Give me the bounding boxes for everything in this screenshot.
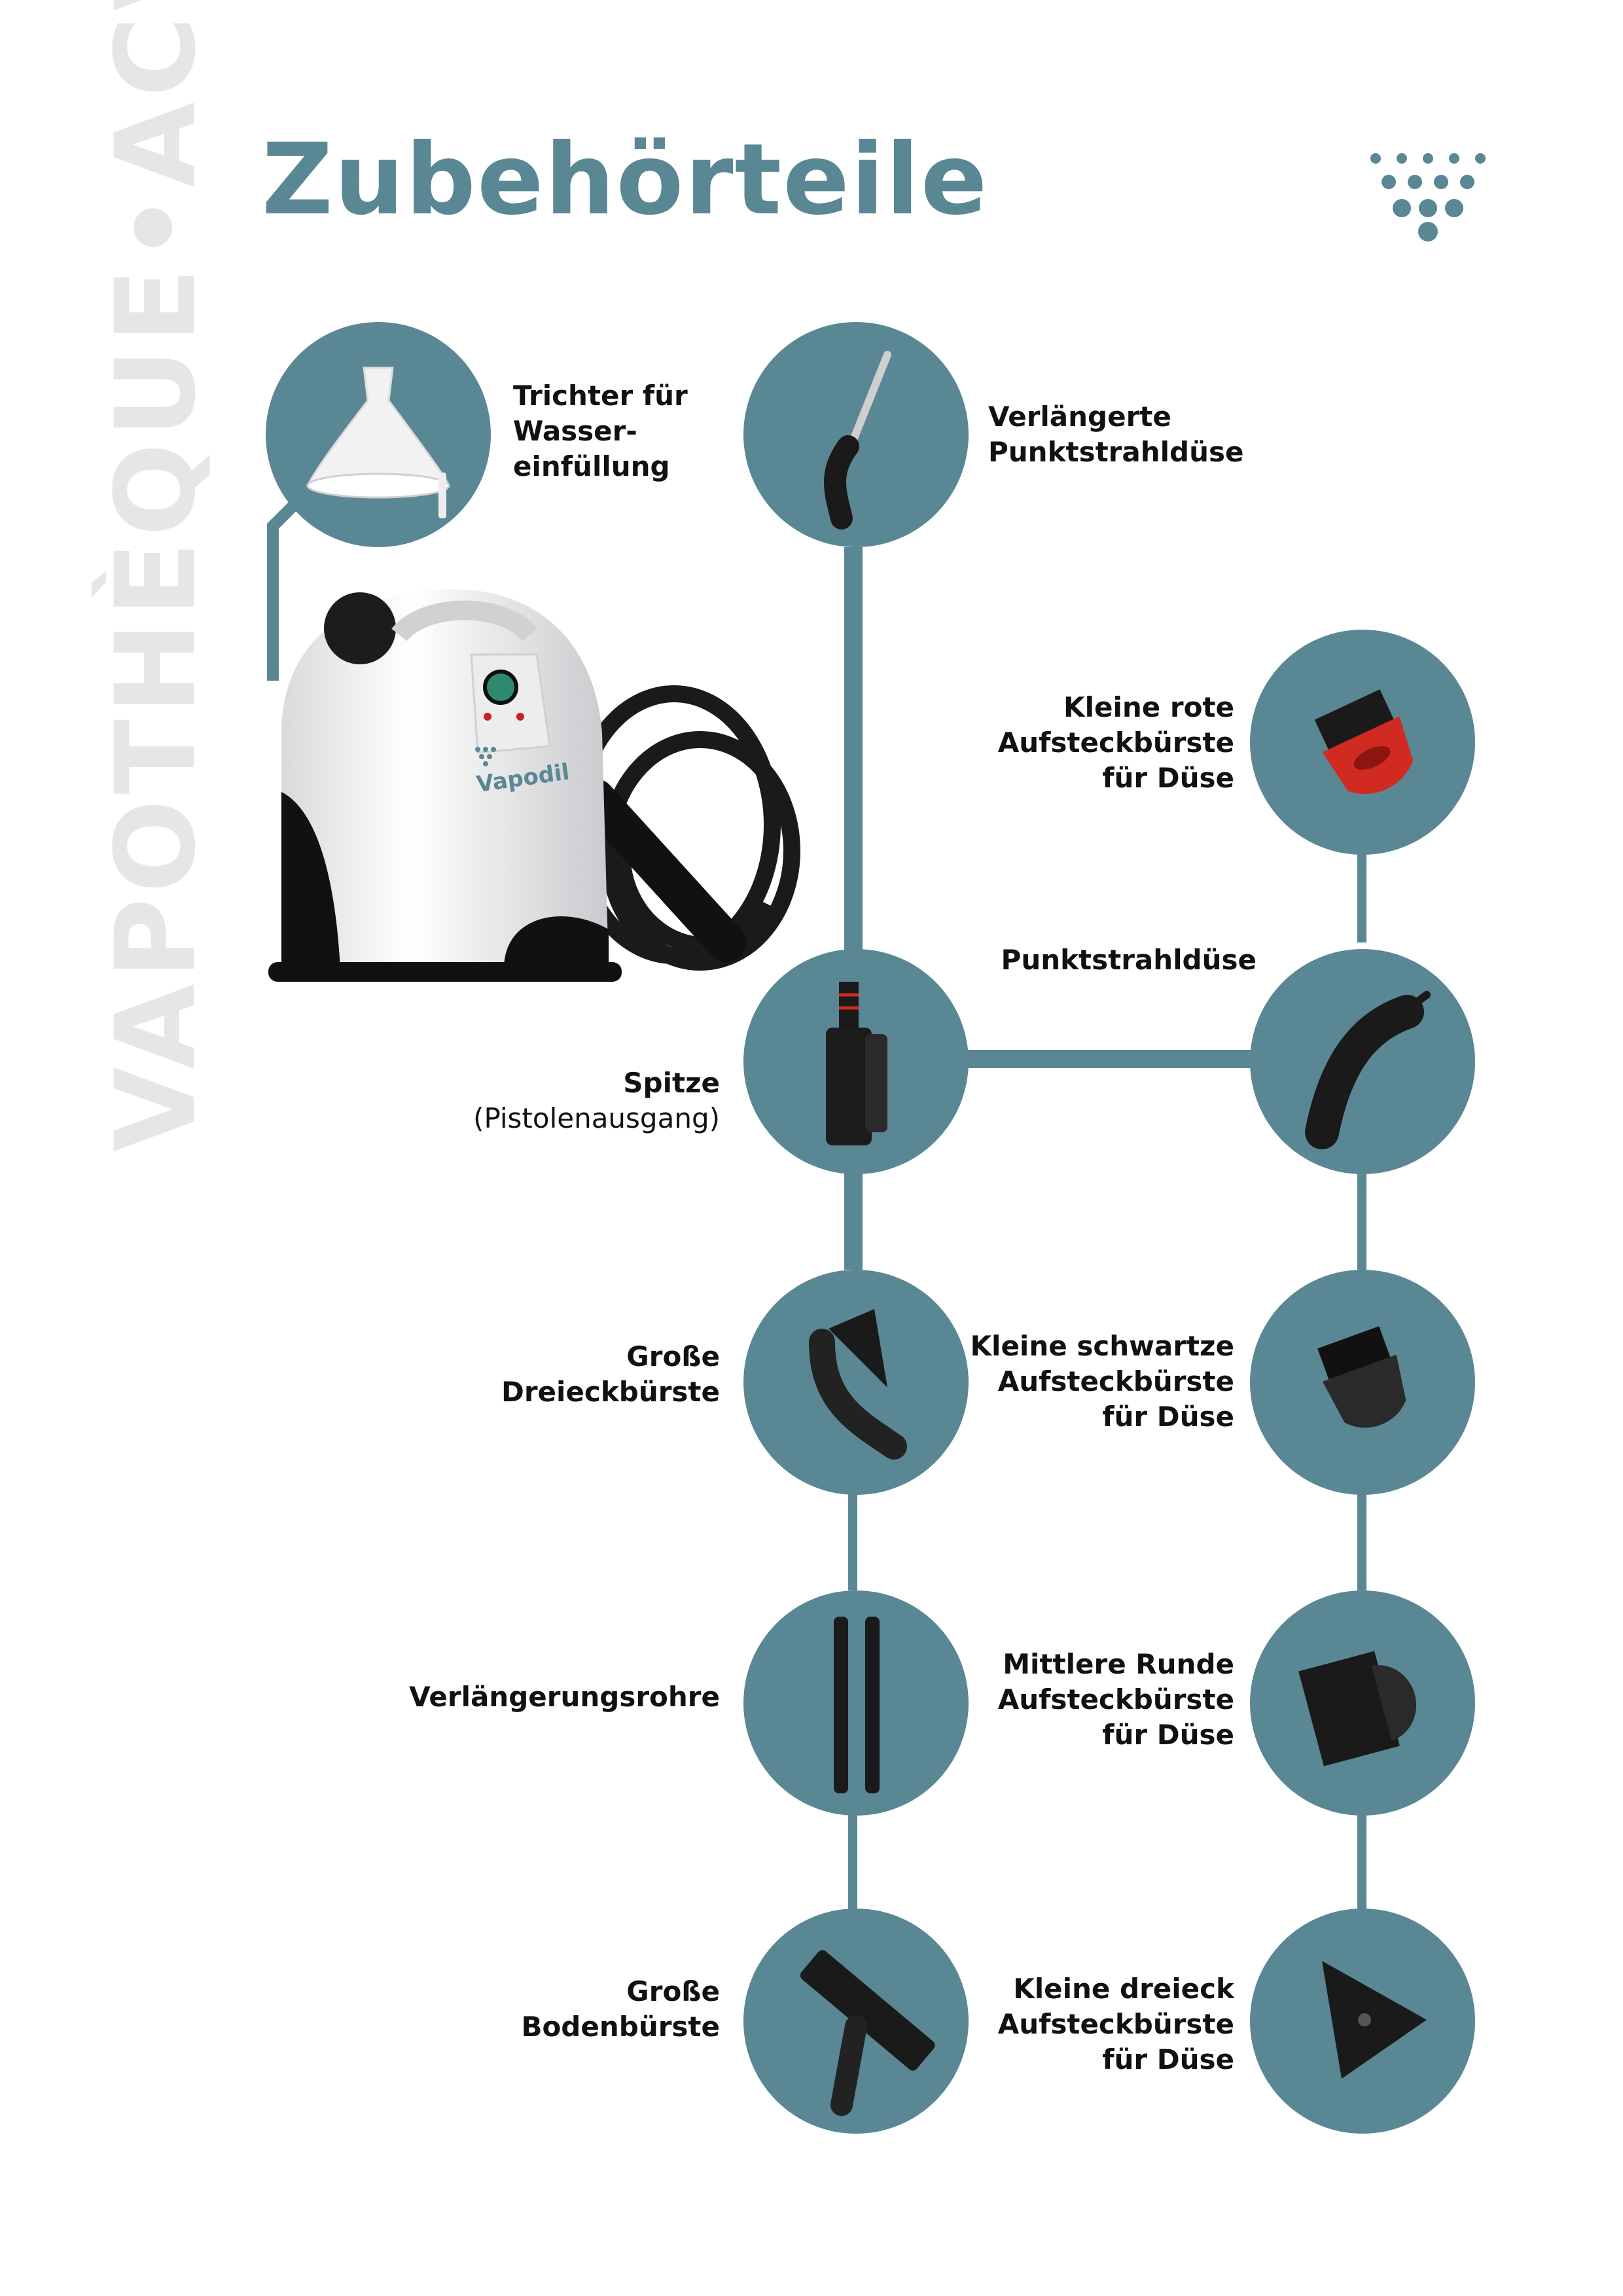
accessory-label-punkt: Punktstrahldüse — [1001, 944, 1257, 976]
connector-line — [1357, 1492, 1366, 1590]
accessory-label-dreieck-gross: Große Dreieckbürste — [501, 1340, 720, 1408]
accessory-circle-rohre — [743, 1590, 969, 1816]
jet-nozzle-icon — [1305, 991, 1431, 1149]
connector-line — [1357, 851, 1366, 942]
accessory-circle-boden — [743, 1909, 969, 2134]
accessory-circle-spitze — [743, 949, 969, 1174]
accessory-sublabel-spitze: (Pistolenausgang) — [473, 1102, 720, 1134]
accessory-circle-runde-buerste — [1250, 1590, 1475, 1816]
connector-line — [848, 1492, 857, 1590]
accessory-circle-punkt — [1250, 949, 1475, 1174]
small-triangle-icon — [1322, 1961, 1427, 2079]
extension-tubes-icon — [834, 1617, 880, 1793]
floor-brush-icon — [800, 1950, 935, 2116]
accessory-circle-dreieck-gross — [743, 1270, 969, 1495]
connector-line — [844, 1172, 863, 1270]
accessory-circle-schwarz-buerste — [1250, 1270, 1475, 1495]
accessory-label-schwarz-buerste: Kleine schwartze Aufsteckbürste für Düse — [970, 1330, 1235, 1433]
accessory-label-spitze: Spitze (Pistolenausgang) — [473, 1030, 720, 1172]
red-brush-icon — [1314, 689, 1414, 795]
brand-logo-icon — [1370, 153, 1486, 242]
steam-cleaner-image: Vapodil — [268, 589, 800, 982]
black-brush-icon — [1317, 1326, 1406, 1428]
funnel-icon — [306, 367, 451, 518]
connector-line — [267, 524, 279, 681]
side-brand-text: VAPOTHÈQUE•ACV — [92, 0, 220, 1152]
accessory-label-dreieck-klein: Kleine dreieck Aufsteckbürste für Düse — [997, 1973, 1234, 2075]
accessory-circle-trichter — [266, 322, 491, 547]
accessory-label-trichter: Trichter für Wasser- einfüllung — [513, 380, 688, 482]
round-brush-icon — [1298, 1651, 1416, 1767]
accessory-circle-rote-buerste — [1250, 630, 1475, 855]
long-nozzle-icon — [824, 351, 891, 529]
accessory-circle-dreieck-klein — [1250, 1909, 1475, 2134]
connector-line — [848, 1813, 857, 1911]
accessory-label-rote-buerste: Kleine rote Aufsteckbürste für Düse — [997, 691, 1234, 794]
connector-line — [1357, 1172, 1366, 1270]
triangle-brush-icon — [809, 1309, 907, 1460]
accessory-circle-verl-punkt — [743, 322, 969, 547]
accessory-title-spitze: Spitze — [623, 1067, 720, 1099]
accessory-label-rohre: Verlängerungsrohre — [409, 1681, 720, 1713]
accessory-label-boden: Große Bodenbürste — [521, 1975, 720, 2043]
connector-line — [963, 1050, 1251, 1068]
accessory-label-runde-buerste: Mittlere Runde Aufsteckbürste für Düse — [997, 1648, 1234, 1751]
page-title: Zubehörteile — [262, 123, 989, 237]
connector-line — [844, 547, 863, 953]
gun-tip-icon — [826, 982, 887, 1145]
accessory-label-verl-punkt: Verlängerte Punktstrahldüse — [988, 401, 1244, 468]
connector-line — [1357, 1813, 1366, 1911]
